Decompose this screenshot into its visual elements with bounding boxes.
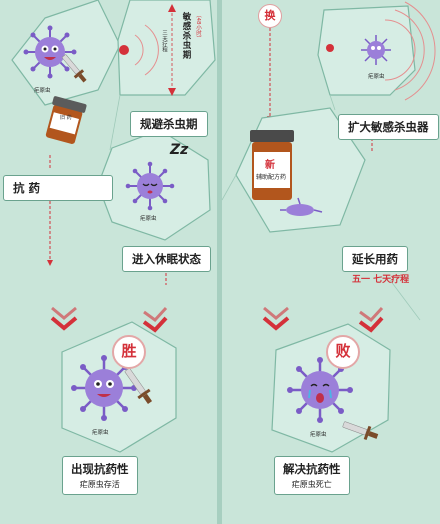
- sensitive-period-title: 敏感杀虫期: [181, 12, 191, 60]
- lose-badge: 败: [326, 335, 360, 369]
- radar-arcs-right: [326, 1, 436, 101]
- extend-medication-label: 延长用药: [342, 246, 408, 272]
- sensitive-period-range: （48小时）: [195, 12, 201, 41]
- parasite-tag-3: 疟原虫: [140, 216, 157, 222]
- sword-icon-2: [124, 368, 153, 404]
- right-result-sub: 疟原虫死亡: [291, 480, 332, 489]
- right-result-title: 解决抗药性: [283, 462, 341, 476]
- parasite-2: [361, 35, 391, 65]
- swap-badge: 换: [258, 4, 282, 28]
- left-result-box: 出现抗药性 疟原虫存活: [62, 456, 138, 495]
- win-badge: 胜: [112, 335, 146, 369]
- parasite-tag-4: 疟原虫: [92, 430, 109, 436]
- chevrons-right-2: [358, 306, 384, 333]
- parasite-tag-1: 疟原虫: [34, 88, 51, 94]
- old-drug-bottle-icon: [45, 96, 87, 144]
- parasite-1: [23, 25, 77, 79]
- right-result-box: 解决抗药性 疟原虫死亡: [274, 456, 350, 495]
- sword-icon-3: [342, 421, 379, 441]
- chevrons-left-1: [50, 306, 78, 331]
- hexagon-radar-1: [117, 0, 216, 96]
- expand-sensitive-label: 扩大敏感杀虫器: [338, 114, 439, 140]
- seven-day-course: 五一 七天疗程: [352, 275, 410, 285]
- connector-lines: [109, 94, 421, 321]
- parasite-tag-r1: 疟原虫: [368, 74, 385, 80]
- old-drug-label: 旧 药: [60, 115, 72, 121]
- left-result-title: 出现抗药性: [71, 462, 129, 476]
- parasite-winner: [71, 355, 137, 421]
- avoid-kill-period-label: 规避杀虫期: [130, 111, 208, 137]
- new-drug-bottle-icon: [250, 130, 294, 200]
- center-divider: [217, 0, 222, 524]
- parasite-tag-r4: 疟原虫: [310, 432, 327, 438]
- sword-icon-1: [62, 54, 87, 83]
- new-drug-label: 辅助配方药: [256, 174, 287, 181]
- radar-arcs-left: [119, 24, 159, 76]
- chevrons-right-1: [262, 306, 290, 331]
- three-day-course: 三天疗程: [161, 30, 167, 52]
- parasite-crushed: [280, 197, 323, 216]
- sleep-z-icon: Zz: [170, 142, 189, 158]
- parasite-loser: [287, 357, 353, 423]
- chevrons-left-2: [142, 306, 168, 333]
- parasite-sleeping: [125, 161, 175, 211]
- drug-resistance-label: 抗 药: [3, 175, 113, 201]
- left-result-sub: 疟原虫存活: [79, 480, 120, 489]
- dormant-state-label: 进入休眠状态: [122, 246, 211, 272]
- new-drug-word: 新: [265, 160, 275, 171]
